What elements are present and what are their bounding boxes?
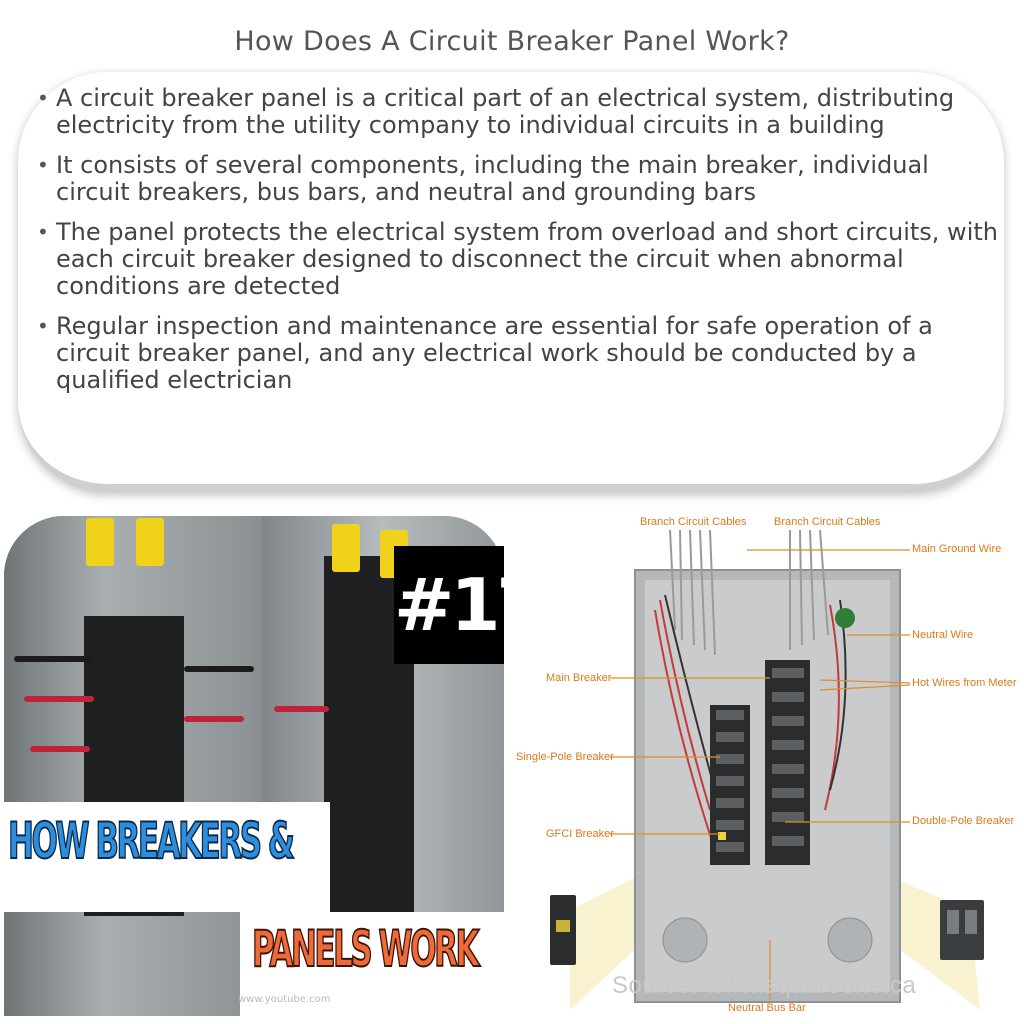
- red-wire: [24, 696, 94, 702]
- label-branch-cables-left: Branch Circuit Cables: [640, 516, 747, 528]
- bullet-text: The panel protects the electrical system…: [56, 218, 998, 300]
- red-wire: [184, 716, 244, 722]
- thumbnail-title-line1: HOW BREAKERS &: [7, 811, 295, 871]
- label-double-pole-breaker: Double-Pole Breaker: [912, 815, 1015, 827]
- bullet-card: [18, 72, 1004, 492]
- bullet-text: It consists of several components, inclu…: [56, 151, 929, 206]
- label-gfci-breaker: GFCI Breaker: [546, 828, 614, 840]
- black-wire: [184, 666, 254, 672]
- list-item: • A circuit breaker panel is a critical …: [37, 85, 1002, 139]
- title-banner-top: [0, 802, 330, 912]
- bullet-marker: •: [37, 220, 49, 244]
- bullet-list: • A circuit breaker panel is a critical …: [37, 85, 1002, 407]
- list-item: • It consists of several components, inc…: [37, 152, 1002, 206]
- red-wire: [30, 746, 90, 752]
- episode-badge: #17: [394, 546, 547, 664]
- label-single-pole-breaker: Single-Pole Breaker: [516, 751, 614, 763]
- title-banner-bottom: [240, 912, 504, 1016]
- double-pole-inset: [940, 900, 984, 960]
- panel-diagram: [550, 529, 984, 1010]
- yellow-lug: [136, 518, 164, 566]
- watermark: www.youtube.com: [238, 994, 331, 1005]
- label-neutral-wire: Neutral Wire: [912, 629, 974, 641]
- label-hot-wires: Hot Wires from Meter: [912, 677, 1017, 689]
- source-credit: Source: www.squareone.ca: [612, 972, 917, 999]
- bullet-text: Regular inspection and maintenance are e…: [56, 312, 933, 394]
- label-main-ground-wire: Main Ground Wire: [912, 543, 1002, 555]
- list-item: • Regular inspection and maintenance are…: [37, 313, 1002, 394]
- bullet-marker: •: [37, 153, 49, 177]
- yellow-lug: [332, 524, 360, 572]
- thumbnail-title-line2: PANELS WORK: [251, 919, 480, 979]
- label-main-breaker: Main Breaker: [546, 672, 612, 684]
- bullet-marker: •: [37, 86, 49, 110]
- bullet-text: A circuit breaker panel is a critical pa…: [56, 84, 955, 139]
- yellow-lug: [86, 518, 114, 566]
- breaker-stack-right: [765, 660, 810, 865]
- label-neutral-bus-bar: Neutral Bus Bar: [728, 1002, 806, 1014]
- list-item: • The panel protects the electrical syst…: [37, 219, 1002, 300]
- bullet-marker: •: [37, 314, 49, 338]
- label-branch-cables-right: Branch Circuit Cables: [774, 516, 881, 528]
- ground-lug: [835, 608, 855, 628]
- black-wire: [14, 656, 94, 662]
- page-title: How Does A Circuit Breaker Panel Work?: [234, 26, 790, 57]
- red-wire: [274, 706, 329, 712]
